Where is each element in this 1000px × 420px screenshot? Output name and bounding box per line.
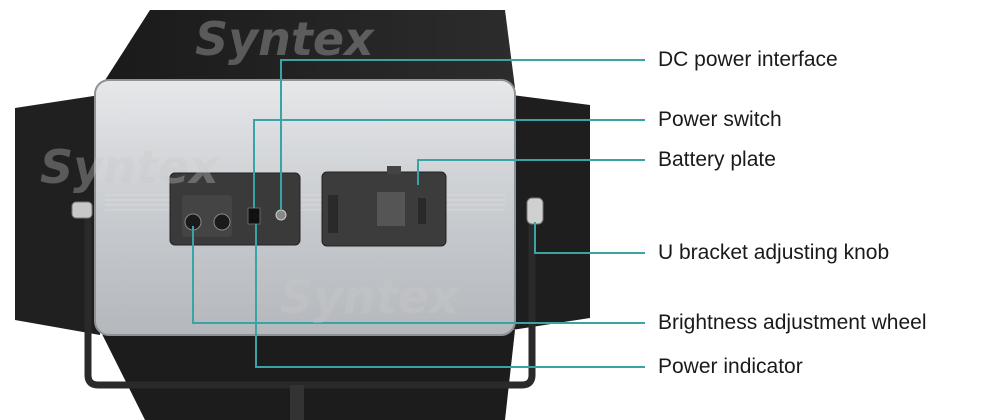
top-barn-door — [100, 10, 515, 88]
right-barn-door — [512, 95, 590, 330]
watermark: Syntex — [195, 12, 374, 66]
callout-line-battery — [417, 159, 645, 185]
left-knob — [71, 201, 93, 219]
watermark: Syntex — [40, 140, 219, 194]
callout-power-switch: Power switch — [658, 108, 782, 131]
power-switch — [247, 207, 261, 225]
watermark: Syntex — [280, 270, 459, 324]
left-barn-door — [15, 95, 100, 335]
callout-line-indicator — [255, 224, 645, 368]
panel-body — [94, 79, 516, 336]
callout-u-bracket-knob: U bracket adjusting knob — [658, 241, 890, 264]
callout-battery-plate: Battery plate — [658, 148, 776, 171]
dc-power-port — [275, 209, 287, 221]
u-bracket-knob — [526, 197, 544, 225]
callout-line-knob — [534, 222, 645, 254]
brightness-wheel-2 — [213, 213, 231, 231]
callout-power-indicator: Power indicator — [658, 355, 803, 378]
callout-line-switch — [253, 119, 645, 208]
callout-line-dc — [280, 59, 645, 210]
callout-lines — [192, 59, 645, 368]
bottom-barn-door — [100, 330, 515, 420]
u-bracket — [84, 212, 536, 389]
callout-dc-power-interface: DC power interface — [658, 48, 838, 71]
callout-brightness-wheel: Brightness adjustment wheel — [658, 311, 927, 334]
callout-line-brightness — [192, 226, 645, 324]
